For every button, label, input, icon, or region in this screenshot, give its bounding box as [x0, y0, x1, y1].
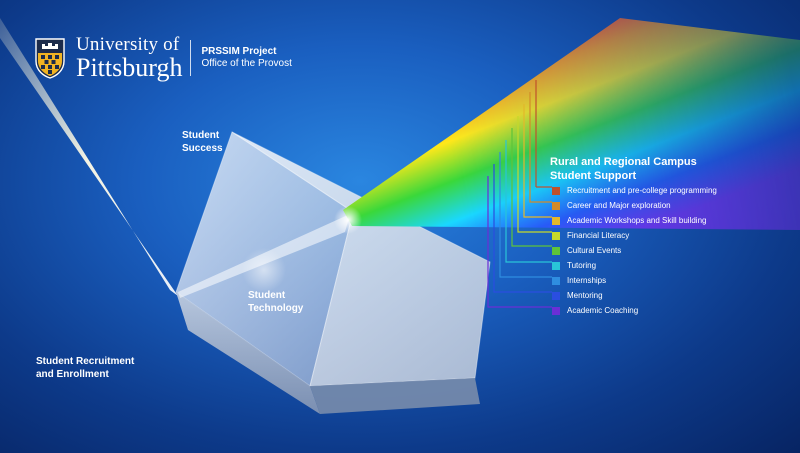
university-shield-icon — [35, 38, 65, 79]
connector-line — [517, 116, 552, 233]
connector-line — [511, 128, 552, 247]
legend-list: Recruitment and pre-college programming … — [552, 183, 717, 318]
rainbow-spectrum — [343, 18, 800, 230]
connector-line — [487, 176, 552, 308]
label-student-technology: Student Technology — [248, 290, 304, 314]
connector-line — [523, 104, 552, 218]
legend-item: Internships — [552, 273, 717, 288]
logo-divider — [190, 40, 192, 76]
entry-glow — [242, 248, 286, 292]
prism-bottom-right-face — [310, 378, 480, 414]
legend-swatch — [552, 186, 560, 195]
legend-item: Mentoring — [552, 288, 717, 303]
legend-swatch — [552, 276, 560, 285]
label-student-success: Student Success — [182, 130, 223, 154]
label-student-recruitment: Student Recruitment and Enrollment — [36, 356, 135, 380]
exit-glow — [334, 206, 362, 234]
project-title: PRSSIM Project — [201, 45, 277, 57]
university-logo: University of Pittsburgh PRSSIM Project … — [34, 34, 292, 82]
prism-bottom-face — [176, 292, 320, 414]
legend-swatch — [552, 201, 560, 210]
legend-item: Academic Coaching — [552, 303, 717, 318]
university-name-line2: Pittsburgh — [76, 53, 183, 82]
legend-title: Rural and Regional Campus Student Suppor… — [550, 156, 697, 182]
connector-line — [499, 152, 552, 278]
legend-swatch — [552, 261, 560, 270]
legend-item: Financial Literacy — [552, 228, 717, 243]
legend-swatch — [552, 306, 560, 315]
connector-line — [529, 92, 552, 203]
legend-connectors — [487, 80, 552, 308]
legend-item: Cultural Events — [552, 243, 717, 258]
university-name-line1: University of — [76, 34, 180, 55]
connector-line — [493, 164, 552, 293]
legend-swatch — [552, 246, 560, 255]
legend-item: Academic Workshops and Skill building — [552, 213, 717, 228]
legend-item: Tutoring — [552, 258, 717, 273]
legend-item: Career and Major exploration — [552, 198, 717, 213]
connector-line — [505, 140, 552, 263]
project-office: Office of the Provost — [201, 58, 292, 69]
legend-item: Recruitment and pre-college programming — [552, 183, 717, 198]
legend-swatch — [552, 291, 560, 300]
legend-swatch — [552, 231, 560, 240]
legend-swatch — [552, 216, 560, 225]
